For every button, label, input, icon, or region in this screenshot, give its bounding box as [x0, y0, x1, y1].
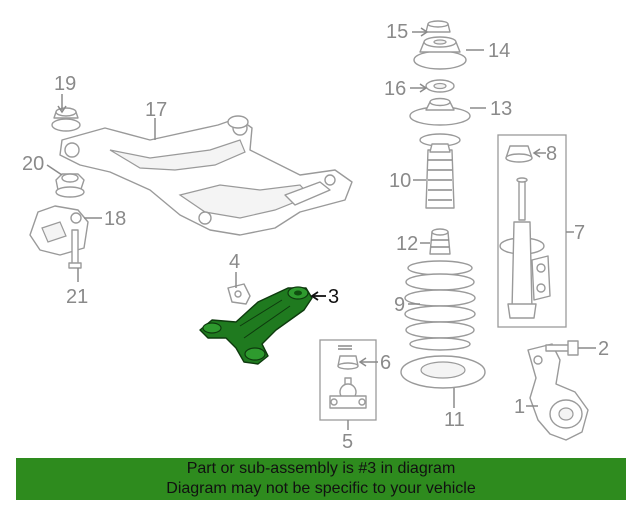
- callout-7: 7: [574, 222, 585, 244]
- callout-13: 13: [490, 98, 512, 120]
- callout-8: 8: [546, 143, 557, 165]
- callout-11: 11: [444, 409, 465, 431]
- leader-lines: [46, 27, 596, 430]
- callout-20: 20: [22, 153, 44, 175]
- lower-insulator-11-drawing: [400, 355, 486, 389]
- crossmember-drawing: [59, 115, 353, 236]
- callout-3-highlighted: 3: [328, 286, 339, 308]
- strut-mount-14-drawing: [413, 36, 467, 70]
- strut-nut-8-drawing: [505, 145, 533, 163]
- callout-1: 1: [514, 396, 525, 418]
- callout-9: 9: [394, 294, 405, 316]
- callout-17: 17: [145, 99, 167, 121]
- bushing-4-drawing: [227, 283, 251, 305]
- callout-5: 5: [342, 431, 353, 453]
- info-banner: Part or sub-assembly is #3 in diagram Di…: [16, 458, 626, 500]
- callout-16: 16: [384, 78, 406, 100]
- callout-2: 2: [598, 338, 609, 360]
- callout-14: 14: [488, 40, 510, 62]
- callout-6: 6: [380, 352, 391, 374]
- ball-joint-drawing: [329, 377, 367, 409]
- callout-19: 19: [54, 73, 76, 95]
- bracket-18-drawing: [29, 205, 89, 256]
- strut-assembly-box: [497, 134, 567, 328]
- nut-15-drawing: [425, 20, 451, 33]
- callout-labels: 19 17 20 18 21 15 14 16 13 10 8 7 12 4 3…: [22, 21, 609, 453]
- lower-control-arm-3-drawing: [199, 286, 313, 365]
- coil-spring-9-drawing: [404, 260, 476, 351]
- bolt-21-drawing: [68, 229, 82, 269]
- callout-21: 21: [66, 286, 88, 308]
- banner-line-disclaimer: Diagram may not be specific to your vehi…: [166, 480, 476, 497]
- callout-18: 18: [104, 208, 126, 230]
- cotter-pin-drawing: [338, 345, 352, 350]
- bolt-2-drawing: [545, 340, 579, 356]
- bump-stop-12-drawing: [429, 228, 451, 255]
- callout-10: 10: [389, 170, 411, 192]
- callout-4: 4: [229, 251, 240, 273]
- strut-7-drawing: [499, 177, 551, 319]
- castle-nut-6-drawing: [337, 355, 359, 370]
- steering-knuckle-1-drawing: [527, 343, 589, 441]
- bearing-16-drawing: [425, 79, 455, 93]
- callout-15: 15: [386, 21, 408, 43]
- spring-seat-13-drawing: [409, 97, 471, 126]
- dust-boot-10-drawing: [419, 133, 461, 209]
- mount-bushing-20-drawing: [55, 173, 85, 198]
- upper-mount-19-drawing: [51, 107, 81, 132]
- banner-line-part-number: Part or sub-assembly is #3 in diagram: [186, 460, 456, 477]
- callout-12: 12: [396, 233, 418, 255]
